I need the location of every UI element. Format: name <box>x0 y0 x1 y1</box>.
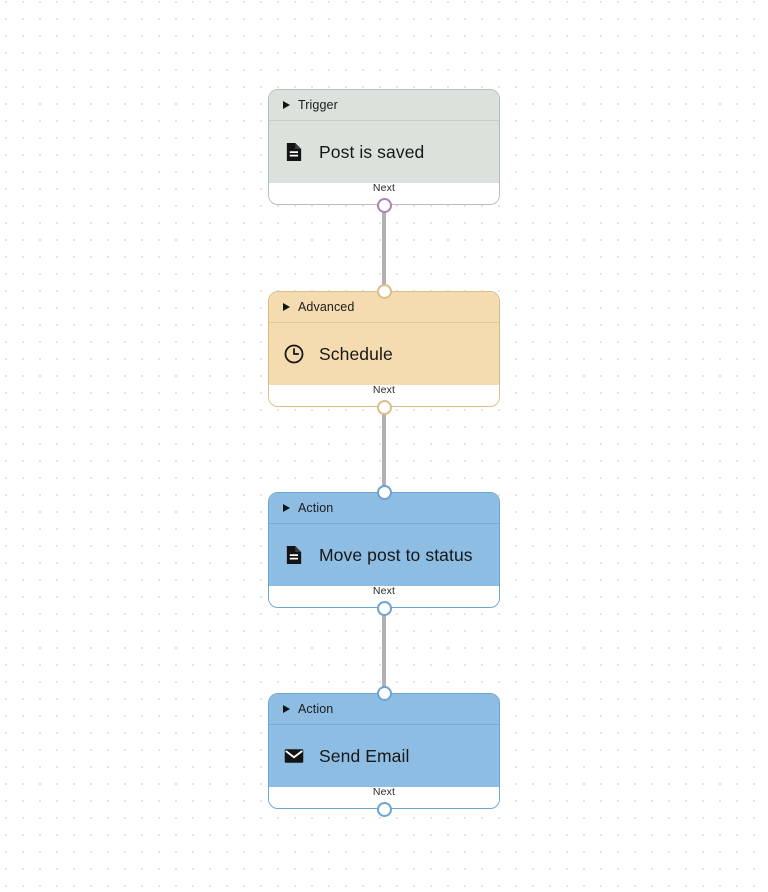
node-output-port[interactable] <box>376 399 392 415</box>
node-input-port[interactable] <box>376 484 392 500</box>
node-category-label: Advanced <box>298 300 355 314</box>
node-input-port[interactable] <box>376 283 392 299</box>
node-header-divider <box>269 322 499 323</box>
node-input-port[interactable] <box>376 685 392 701</box>
next-port-label: Next <box>372 786 396 798</box>
node-category-label: Trigger <box>298 98 338 112</box>
node-output-port[interactable] <box>376 801 392 817</box>
node-header-divider <box>269 120 499 121</box>
node-body[interactable]: Post is saved <box>269 121 499 183</box>
clock-icon <box>284 344 304 364</box>
node-footer: Next <box>269 586 499 607</box>
next-port-label: Next <box>372 384 396 396</box>
node-title: Schedule <box>319 343 393 364</box>
node-title: Move post to status <box>319 544 473 565</box>
node-title: Send Email <box>319 745 410 766</box>
document-icon <box>286 546 302 564</box>
caret-right-icon[interactable] <box>283 705 290 713</box>
node-body[interactable]: Schedule <box>269 323 499 385</box>
node-header-divider <box>269 523 499 524</box>
node-header[interactable]: Trigger <box>269 90 499 120</box>
node-title: Post is saved <box>319 141 425 162</box>
node-body[interactable]: Move post to status <box>269 524 499 586</box>
node-footer: Next <box>269 385 499 406</box>
caret-right-icon[interactable] <box>283 101 290 109</box>
caret-right-icon[interactable] <box>283 303 290 311</box>
node-category-label: Action <box>298 501 334 515</box>
node-footer: Next <box>269 787 499 808</box>
node-output-port[interactable] <box>376 600 392 616</box>
document-icon <box>286 143 302 161</box>
caret-right-icon[interactable] <box>283 504 290 512</box>
node-footer: Next <box>269 183 499 204</box>
envelope-icon <box>284 749 304 763</box>
node-header-divider <box>269 724 499 725</box>
node-category-label: Action <box>298 702 334 716</box>
next-port-label: Next <box>372 182 396 194</box>
node-body[interactable]: Send Email <box>269 725 499 787</box>
next-port-label: Next <box>372 585 396 597</box>
node-output-port[interactable] <box>376 197 392 213</box>
